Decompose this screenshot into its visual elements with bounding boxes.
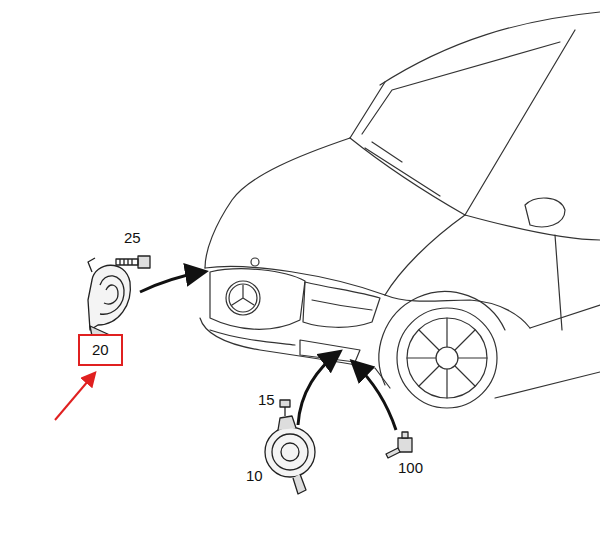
callout-number: 15	[258, 392, 275, 408]
callout-number: 100	[398, 460, 423, 476]
callout-box: 20	[78, 334, 123, 366]
callout-number: 25	[124, 230, 141, 246]
callout-number: 20	[92, 342, 121, 358]
callout-number: 10	[246, 468, 263, 484]
